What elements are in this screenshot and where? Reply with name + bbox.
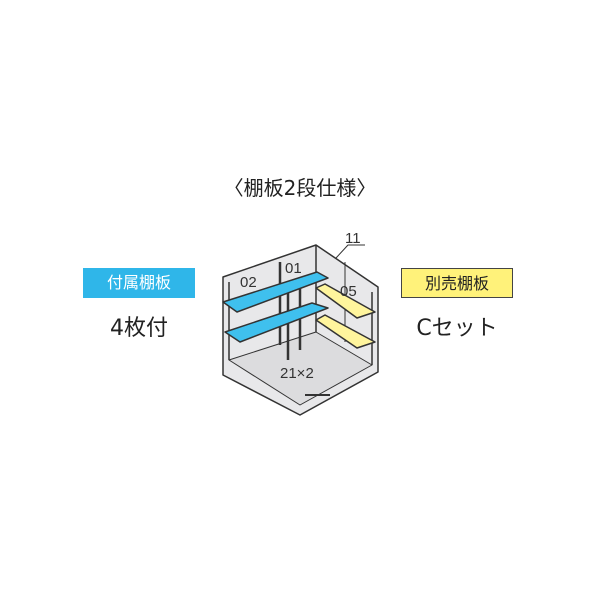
optional-shelf-lower (315, 314, 376, 349)
included-shelf-lower (224, 302, 329, 343)
optional-shelf-badge: 別売棚板 (401, 268, 513, 298)
part-label-01: 01 (285, 260, 302, 277)
optional-shelf-set: Cセット (416, 316, 498, 341)
part-label-02: 02 (240, 274, 257, 291)
optional-shelf-upper (315, 283, 376, 319)
page-title: 〈棚板2段仕様〉 (223, 176, 377, 200)
included-shelf-badge: 付属棚板 (83, 268, 195, 298)
included-shelf-count: 4枚付 (110, 316, 168, 341)
part-label-21x2: 21×2 (280, 365, 314, 382)
part-label-05: 05 (340, 283, 357, 300)
included-shelf-upper (222, 271, 329, 313)
part-label-11: 11 (345, 230, 361, 247)
